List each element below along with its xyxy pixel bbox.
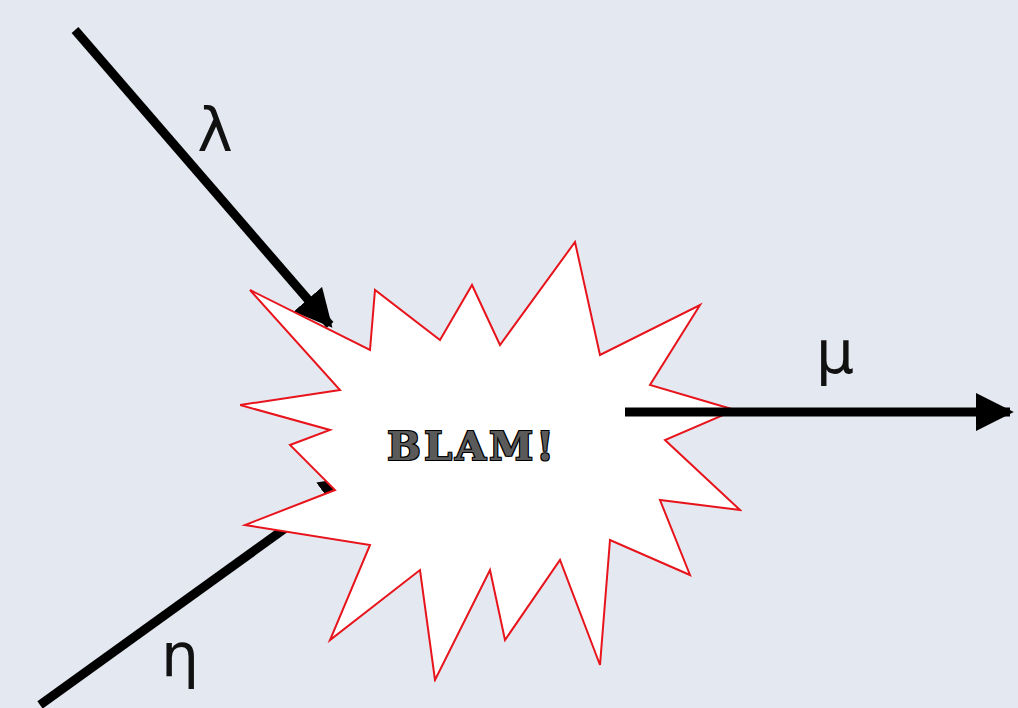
outgoing-arrow xyxy=(625,408,1010,417)
incoming-arrow xyxy=(75,30,330,325)
arrow-label: λ xyxy=(197,100,233,160)
starburst-shape xyxy=(240,242,740,680)
starburst: BLAM! xyxy=(240,240,742,682)
arrow-label: μ xyxy=(816,322,854,382)
arrow-label: η xyxy=(161,625,199,685)
exclamation-text: BLAM! xyxy=(387,422,557,469)
